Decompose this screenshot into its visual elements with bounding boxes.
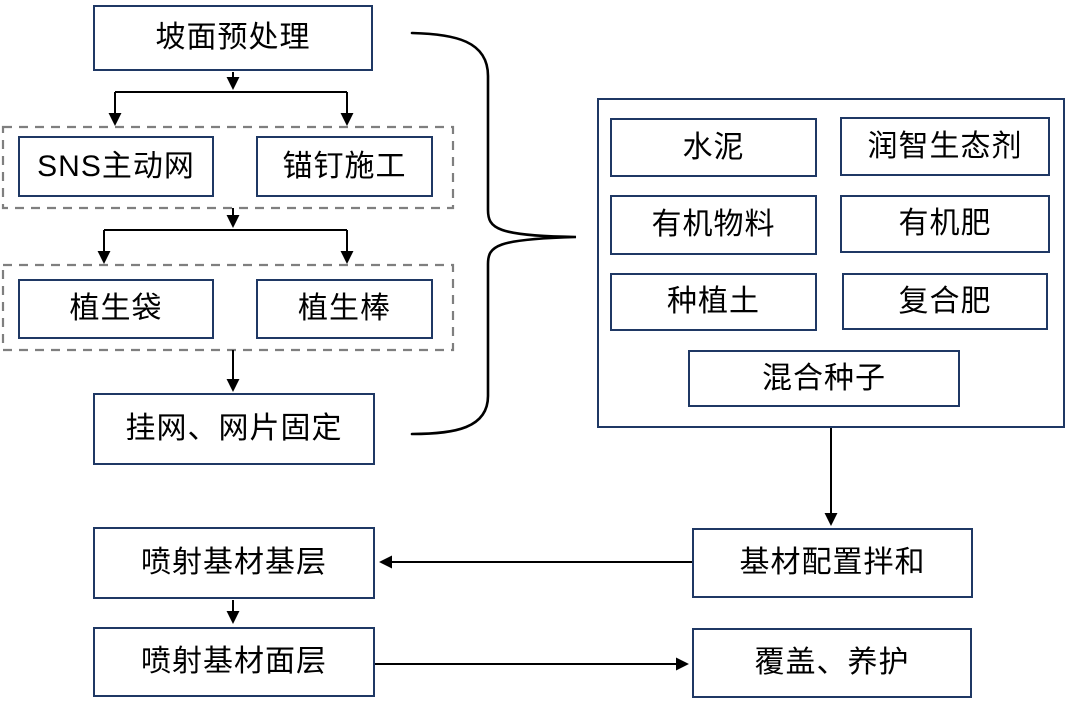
node-compound-fertilizer: 复合肥 — [842, 273, 1048, 330]
curly-brace — [410, 31, 577, 436]
node-cement: 水泥 — [610, 118, 817, 177]
node-planting-soil: 种植土 — [610, 273, 817, 331]
node-spray-base-layer: 喷射基材基层 — [93, 527, 375, 599]
node-slope-pretreat: 坡面预处理 — [93, 5, 373, 71]
node-hang-net: 挂网、网片固定 — [93, 393, 375, 465]
node-organic-material: 有机物料 — [610, 195, 817, 255]
node-eco-agent: 润智生态剂 — [840, 117, 1050, 176]
node-substrate-mixing: 基材配置拌和 — [692, 528, 973, 598]
node-veg-rod: 植生棒 — [256, 279, 433, 339]
node-cover-maintenance: 覆盖、养护 — [692, 628, 972, 698]
node-spray-surface-layer: 喷射基材面层 — [93, 627, 375, 697]
node-organic-fertilizer: 有机肥 — [840, 195, 1050, 253]
node-sns-net: SNS主动网 — [18, 136, 214, 197]
node-veg-bag: 植生袋 — [18, 279, 214, 339]
node-anchor-bolt: 锚钉施工 — [256, 136, 433, 197]
node-mixed-seeds: 混合种子 — [688, 350, 960, 407]
